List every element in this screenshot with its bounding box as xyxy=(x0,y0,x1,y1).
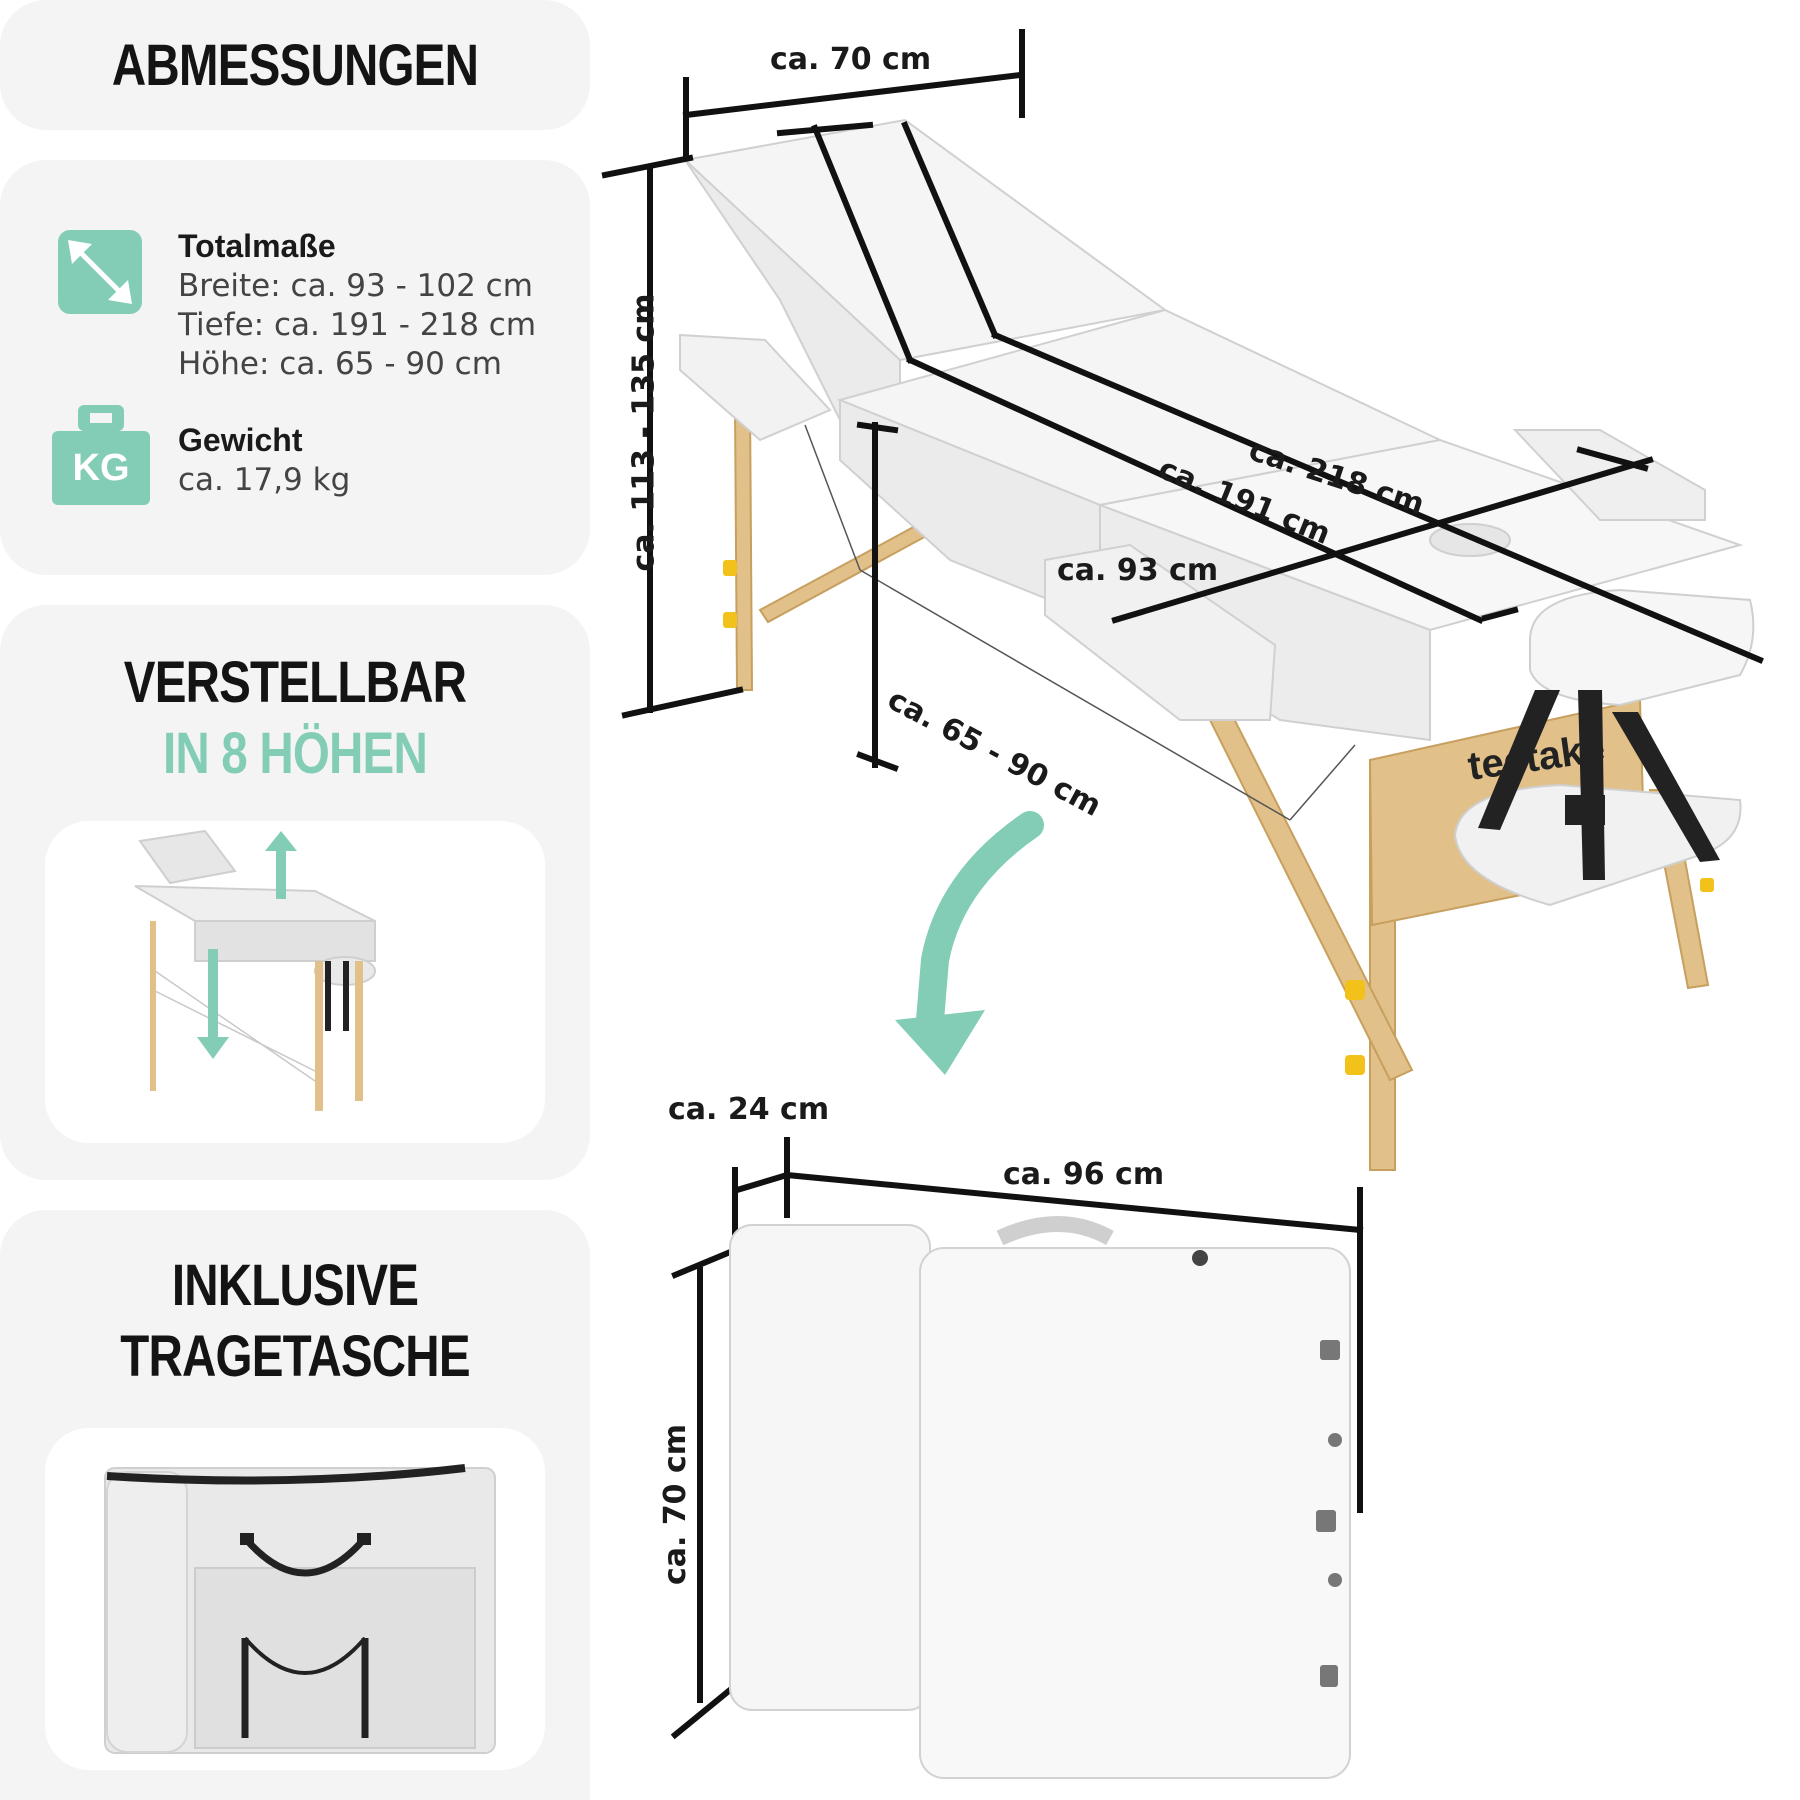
adjustable-heading: VERSTELLBAR xyxy=(123,650,467,715)
label-width-arms: ca. 93 cm xyxy=(1057,553,1219,588)
total-height: Höhe: ca. 65 - 90 cm xyxy=(178,346,502,382)
label-folded-depth: ca. 24 cm xyxy=(668,1092,830,1127)
adjustable-illustration xyxy=(45,821,545,1143)
weight-value: ca. 17,9 kg xyxy=(178,462,351,498)
weight-icon: KG xyxy=(52,405,150,505)
adjustable-subheading: IN 8 HÖHEN xyxy=(162,721,428,786)
adjustable-panel: VERSTELLBAR IN 8 HÖHEN xyxy=(0,605,590,1180)
label-top-width: ca. 70 cm xyxy=(770,42,932,77)
page-title: ABMESSUNGEN xyxy=(111,33,479,98)
total-dimensions-title: Totalmaße xyxy=(178,228,336,264)
total-depth: Tiefe: ca. 191 - 218 cm xyxy=(178,307,537,343)
label-folded-height: ca. 70 cm xyxy=(658,1423,694,1586)
resize-arrows-icon xyxy=(58,230,142,314)
title-panel: ABMESSUNGEN xyxy=(0,0,590,130)
massage-table-illustration: tectake xyxy=(601,29,1764,1779)
label-folded-length: ca. 96 cm xyxy=(1003,1157,1165,1192)
label-back-height: ca. 113 - 135 cm xyxy=(626,293,662,572)
weight-icon-label: KG xyxy=(72,447,130,489)
bag-panel: INKLUSIVE TRAGETASCHE xyxy=(0,1210,590,1800)
weight-title: Gewicht xyxy=(178,422,303,458)
bag-illustration xyxy=(45,1428,545,1770)
bag-heading: INKLUSIVE xyxy=(171,1253,419,1318)
bag-subheading: TRAGETASCHE xyxy=(120,1324,470,1389)
total-width: Breite: ca. 93 - 102 cm xyxy=(178,268,533,304)
specs-panel: Totalmaße Breite: ca. 93 - 102 cm Tiefe:… xyxy=(0,160,590,575)
